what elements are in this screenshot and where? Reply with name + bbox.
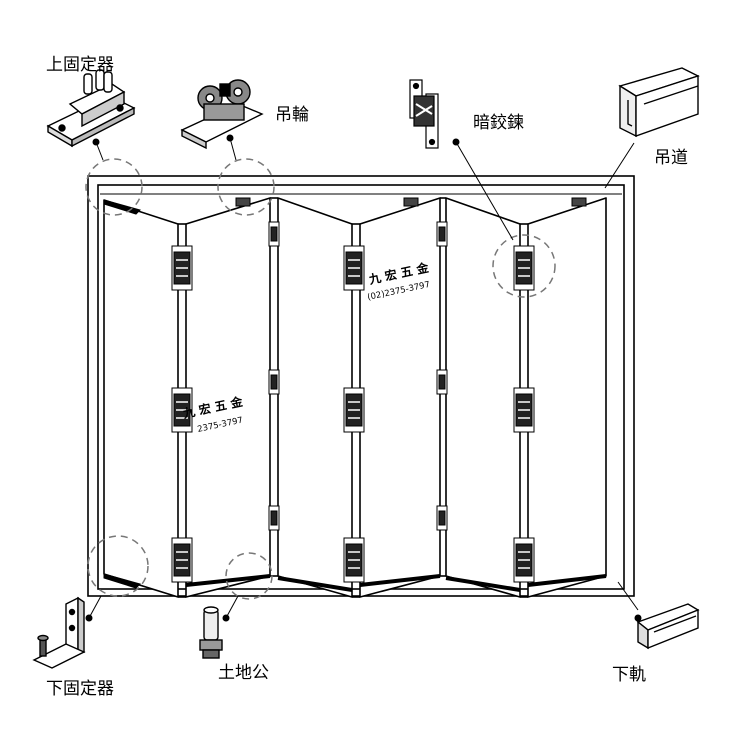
detail-circle-hinge bbox=[492, 234, 556, 298]
hinge-large-2-0 bbox=[513, 245, 535, 291]
hinge-large-1-2 bbox=[343, 537, 365, 583]
label-hanger-wheel: 吊輪 bbox=[275, 105, 309, 125]
hinge-large-2-2 bbox=[513, 537, 535, 583]
bottom-fixer-illustration bbox=[32, 596, 86, 669]
label-bottom-fixer: 下固定器 bbox=[46, 679, 114, 699]
panel-5 bbox=[445, 197, 521, 598]
top-fixer-illustration bbox=[46, 69, 136, 148]
hinge-large-0-1 bbox=[171, 387, 193, 433]
detail-circle-hanger-wheel bbox=[217, 158, 275, 216]
hinge-small-0-2 bbox=[268, 505, 280, 531]
label-floor-socket: 土地公 bbox=[218, 663, 269, 683]
hanger-wheel-illustration bbox=[180, 79, 264, 150]
hinge-small-1-2 bbox=[436, 505, 448, 531]
hinge-small-0-0 bbox=[268, 221, 280, 247]
label-concealed-hinge: 暗鉸鍊 bbox=[473, 113, 524, 133]
hinge-large-0-0 bbox=[171, 245, 193, 291]
hinge-large-1-1 bbox=[343, 387, 365, 433]
door-panels bbox=[103, 197, 607, 598]
hinge-small-1-0 bbox=[436, 221, 448, 247]
track-fittings bbox=[103, 197, 607, 592]
hinge-large-2-1 bbox=[513, 387, 535, 433]
detail-circle-floor-socket bbox=[225, 552, 273, 600]
hinges bbox=[171, 221, 535, 583]
hinge-small-0-1 bbox=[268, 369, 280, 395]
label-top-fixer: 上固定器 bbox=[46, 55, 114, 75]
floor-socket-illustration bbox=[199, 606, 223, 659]
detail-circles bbox=[85, 158, 556, 600]
panel-4 bbox=[359, 197, 441, 598]
hinge-large-1-0 bbox=[343, 245, 365, 291]
bottom-rail-illustration bbox=[636, 603, 700, 650]
panel-3 bbox=[277, 197, 353, 598]
hinge-large-0-2 bbox=[171, 537, 193, 583]
panel-1 bbox=[103, 199, 179, 598]
concealed-hinge-illustration bbox=[409, 79, 439, 149]
label-hanging-track: 吊道 bbox=[654, 148, 688, 168]
hanging-track-illustration bbox=[618, 67, 700, 138]
detail-circle-bottom-fixer bbox=[87, 535, 149, 597]
panel-6 bbox=[527, 197, 607, 598]
leader-lines bbox=[85, 134, 642, 622]
hinge-small-1-1 bbox=[436, 369, 448, 395]
label-bottom-rail: 下軌 bbox=[612, 665, 646, 685]
detail-circle-top-fixer bbox=[85, 158, 143, 216]
